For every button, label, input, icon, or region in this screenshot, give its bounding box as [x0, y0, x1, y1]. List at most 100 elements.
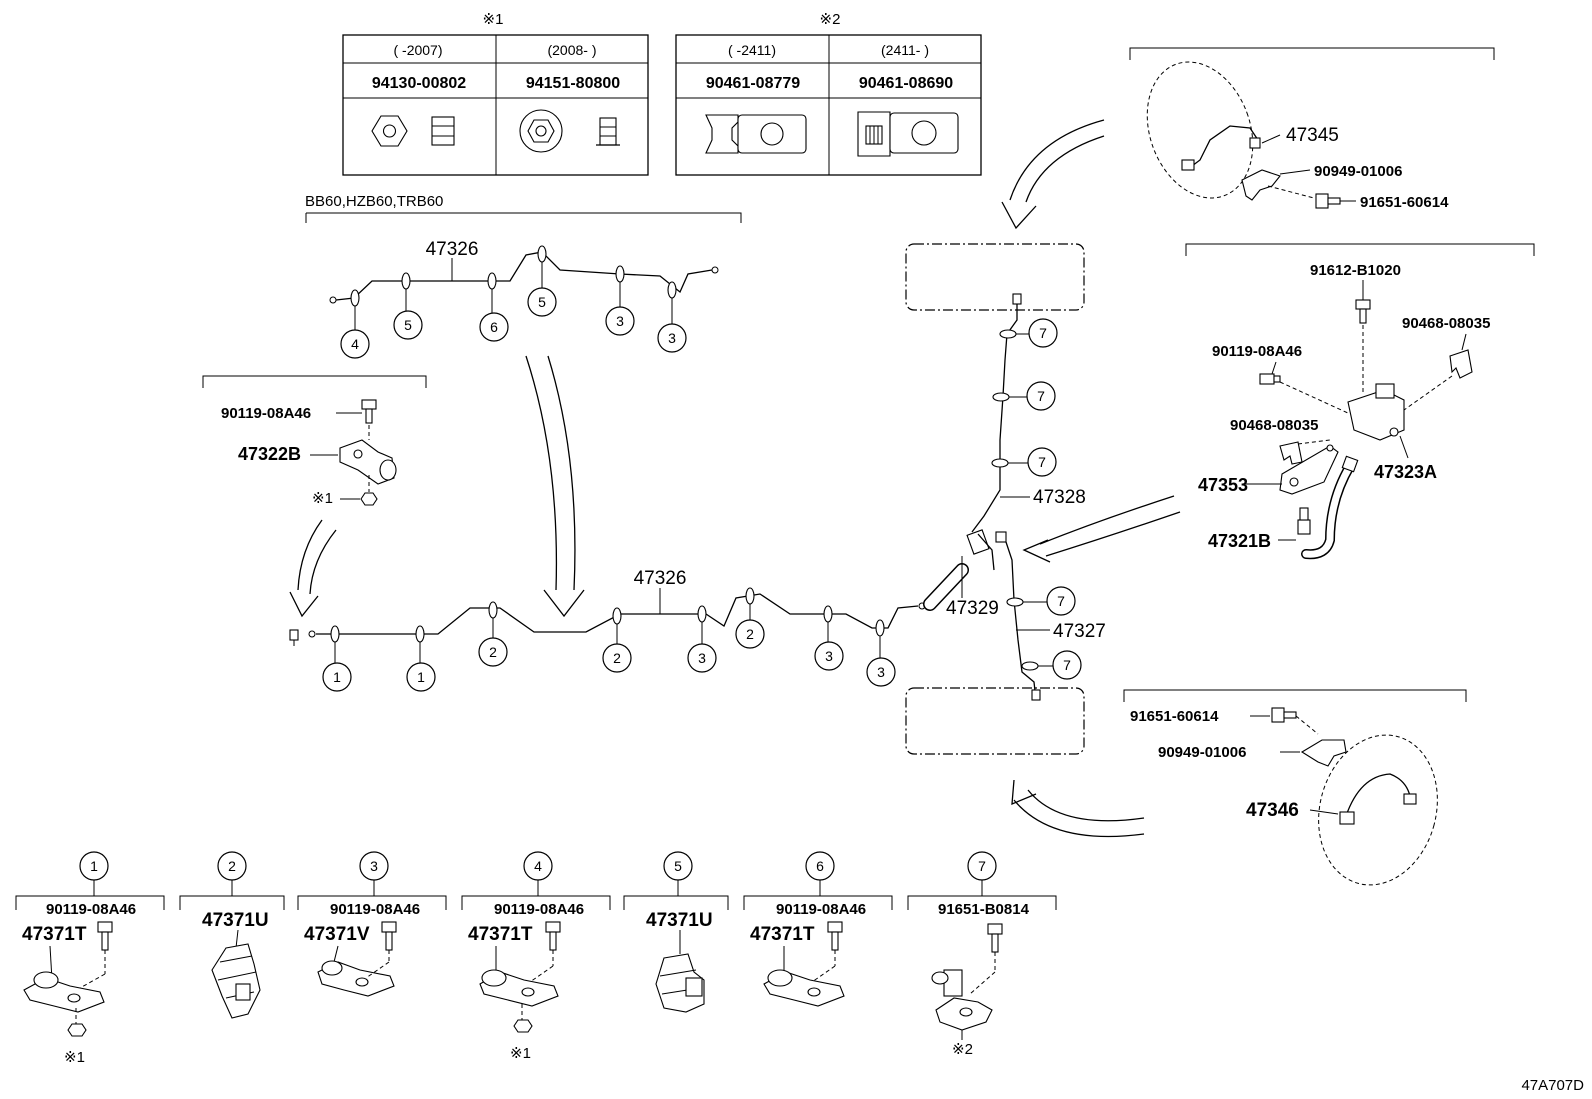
- legend-item-3: 3 90119-08A46 47371V: [304, 851, 420, 997]
- mid-bracket-label: 47353: [1198, 475, 1248, 495]
- note1-mark: ※1: [483, 11, 504, 28]
- mid-clip-left-label: 90468-08035: [1230, 417, 1318, 434]
- upper-clip-label: 5: [404, 317, 412, 333]
- block-47323a-icon: [1347, 383, 1409, 459]
- part-47329-label: 47329: [946, 598, 999, 619]
- lower-clip-label: 2: [746, 626, 754, 642]
- hex-nut-icon: [371, 115, 455, 147]
- part-47327-label: 47327: [1053, 621, 1106, 642]
- lower-clip-label: 2: [489, 644, 497, 660]
- clip-7-label: 7: [1038, 454, 1046, 470]
- clamp-47371u-icon: [655, 953, 705, 1013]
- upper-clip-label: 3: [668, 330, 676, 346]
- upper-clip-label: 5: [538, 294, 546, 310]
- arrow-top-right-to-upper-box-icon: [1001, 119, 1105, 230]
- nut-icon: [67, 1023, 87, 1037]
- legend-number: 4: [534, 858, 542, 874]
- legend-clamp: 47371T: [750, 924, 815, 945]
- legend-item-2: 2 47371U: [202, 851, 269, 1019]
- bottom-hose-label: 47346: [1246, 800, 1299, 821]
- bolt-icon: [987, 923, 1003, 953]
- lower-clip-label: 3: [825, 648, 833, 664]
- legend-bolt: 90119-08A46: [330, 901, 420, 918]
- note1-range-b: (2008- ): [547, 42, 596, 58]
- legend-number: 5: [674, 858, 682, 874]
- top-right-hose-label: 47345: [1286, 125, 1339, 146]
- left-bracket-group: 90119-08A46 47322B ※1: [221, 399, 397, 507]
- clamp-47371t-icon: [479, 969, 559, 1007]
- clip-icon: [1279, 441, 1303, 465]
- note1-range-a: ( -2007): [393, 42, 442, 58]
- arrow-upper-to-lower-icon: [525, 355, 585, 618]
- mid-block-label: 47323A: [1374, 462, 1437, 482]
- line-47328: 7 7 7 47328: [971, 293, 1086, 533]
- variant-table-note1: ※1 ( -2007) (2008- ) 94130-00802 94151-8…: [342, 11, 649, 176]
- legend-number: 3: [370, 858, 378, 874]
- note1-part-a: 94130-00802: [372, 75, 466, 92]
- mid-right-group: 91612-B1020 90468-08035 90119-08A46 4732…: [1198, 262, 1490, 560]
- lower-clip-label: 1: [333, 669, 341, 685]
- variant-table-note2: ※2 ( -2411) (2411- ) 90461-08779 90461-0…: [675, 11, 982, 176]
- lower-clip-label: 2: [613, 650, 621, 666]
- note2-mark: ※2: [820, 11, 841, 28]
- legend-number: 1: [90, 858, 98, 874]
- mid-hose-label: 47321B: [1208, 531, 1271, 551]
- legend-bolt: 90119-08A46: [776, 901, 866, 918]
- bottom-clip-label: 90949-01006: [1158, 744, 1246, 761]
- legend-clamp: 47371U: [646, 910, 713, 931]
- model-label: BB60,HZB60,TRB60: [305, 193, 443, 210]
- clamp-47371t-icon: [763, 969, 845, 1007]
- part-47328-label: 47328: [1033, 487, 1086, 508]
- legend-clamp: 47371V: [304, 924, 370, 945]
- bolt-icon: [545, 921, 561, 951]
- note2-range-b: (2411- ): [881, 42, 929, 58]
- lower-brake-line: 47326 1 1 2 2 3 2 3 3: [289, 568, 926, 692]
- legend-clamp: 47371T: [468, 924, 533, 945]
- clip-7-label: 7: [1037, 388, 1045, 404]
- clip-7-label: 7: [1039, 325, 1047, 341]
- clip-plate-icon: [1300, 739, 1347, 767]
- lower-mount-area: [905, 687, 1085, 755]
- mid-bolt-top-label: 91612-B1020: [1310, 262, 1401, 279]
- lower-clip-label: 3: [698, 650, 706, 666]
- legend-item-6: 6 90119-08A46 47371T: [750, 851, 866, 1007]
- legend-number: 2: [228, 858, 236, 874]
- bracket-47322b-icon: [339, 439, 397, 485]
- hose-47329: 47329: [923, 529, 1007, 619]
- clip-7-part-icon: [931, 969, 993, 1031]
- clamp-47371t-icon: [23, 971, 105, 1013]
- bolt-icon: [97, 921, 113, 951]
- top-right-clip-label: 90949-01006: [1314, 163, 1402, 180]
- clip-nut-b-icon: [857, 111, 959, 157]
- clip-icon: [1449, 349, 1473, 379]
- top-right-group: 47345 90949-01006 91651-60614: [1146, 61, 1449, 211]
- bolt-icon: [361, 399, 377, 424]
- upper-line-part-number: 47326: [426, 239, 479, 260]
- lower-clip-label: 3: [877, 664, 885, 680]
- legend-item-1: 1 90119-08A46 47371T ※1: [22, 851, 136, 1066]
- clip-7-label: 7: [1063, 657, 1071, 673]
- bolt-icon: [1271, 707, 1297, 723]
- note2-part-a: 90461-08779: [706, 75, 800, 92]
- nut-icon: [513, 1019, 533, 1033]
- legend-clamp: 47371T: [22, 924, 87, 945]
- legend-bolt: 90119-08A46: [46, 901, 136, 918]
- bracket-47353-icon: [1279, 444, 1339, 495]
- legend-clamp: 47371U: [202, 910, 269, 931]
- flange-nut-icon: [519, 109, 620, 153]
- legend-number: 6: [816, 858, 824, 874]
- bottom-bolt-label: 91651-60614: [1130, 708, 1219, 725]
- legend-note: ※1: [64, 1049, 85, 1066]
- upper-clip-label: 3: [616, 313, 624, 329]
- hose-47321b-icon: [1297, 455, 1359, 560]
- note2-range-a: ( -2411): [728, 42, 776, 58]
- lower-clip-label: 1: [417, 669, 425, 685]
- left-bolt-label: 90119-08A46: [221, 405, 311, 422]
- top-right-bolt-label: 91651-60614: [1360, 194, 1449, 211]
- clamp-47371u-icon: [211, 943, 261, 1019]
- legend-bolt: 90119-08A46: [494, 901, 584, 918]
- mid-bolt-left-label: 90119-08A46: [1212, 343, 1302, 360]
- legend-item-4: 4 90119-08A46 47371T ※1: [468, 851, 584, 1062]
